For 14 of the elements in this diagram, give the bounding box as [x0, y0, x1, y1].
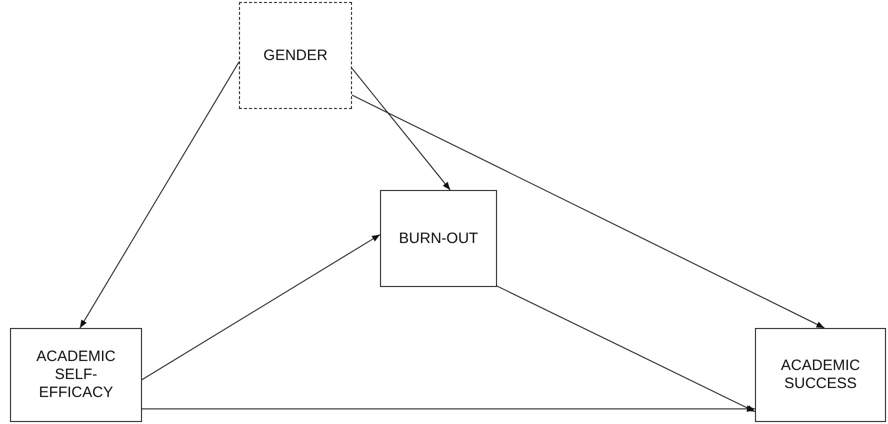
arrow [79, 61, 240, 328]
arrow [142, 406, 756, 412]
variable-box [10, 328, 142, 422]
variable-label: ACADEMIC SUCCESS [780, 357, 862, 393]
arrow [142, 234, 380, 380]
variable-label: BURN-OUT [398, 230, 478, 248]
variable-box [755, 328, 886, 422]
variable-label: GENDER [263, 46, 328, 64]
variable-box [380, 190, 497, 287]
arrow [496, 286, 756, 412]
arrow [352, 94, 825, 328]
arrow [352, 68, 451, 190]
dashed-variable-box [239, 2, 352, 109]
variable-label: ACADEMIC SELF-EFFICACY [35, 348, 117, 402]
